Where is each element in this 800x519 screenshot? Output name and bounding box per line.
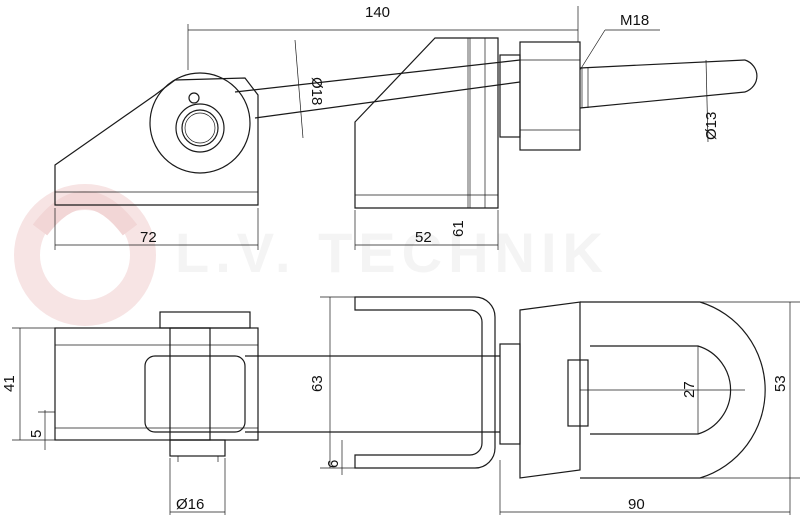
watermark: L.V. TECHNIK bbox=[14, 184, 609, 326]
watermark-logo-icon bbox=[14, 184, 156, 326]
dimension-90: 90 bbox=[628, 496, 645, 513]
side-view bbox=[54, 37, 758, 209]
dimension-27: 27 bbox=[681, 381, 698, 398]
dimension-5: 5 bbox=[28, 430, 45, 438]
dimension-72: 72 bbox=[140, 229, 157, 246]
top-view bbox=[54, 296, 766, 479]
dimension-41: 41 bbox=[1, 375, 18, 392]
watermark-text: L.V. TECHNIK bbox=[175, 221, 609, 284]
dimension-6: 6 bbox=[325, 460, 342, 468]
dimension-53: 53 bbox=[772, 375, 789, 392]
dimension-m18: M18 bbox=[620, 12, 649, 29]
dimension-63: 63 bbox=[309, 375, 326, 392]
dimension-d16: Ø16 bbox=[176, 496, 204, 513]
side-view-dimensions: 140 M18 Ø18 Ø13 72 52 61 bbox=[54, 4, 720, 250]
dimension-140: 140 bbox=[365, 4, 390, 21]
dimension-52: 52 bbox=[415, 229, 432, 246]
dimension-61: 61 bbox=[450, 220, 467, 237]
dimension-d13: Ø13 bbox=[703, 112, 720, 140]
top-view-dimensions: 41 5 63 6 27 53 Ø16 90 bbox=[1, 296, 800, 515]
dimension-d18: Ø18 bbox=[308, 77, 325, 105]
